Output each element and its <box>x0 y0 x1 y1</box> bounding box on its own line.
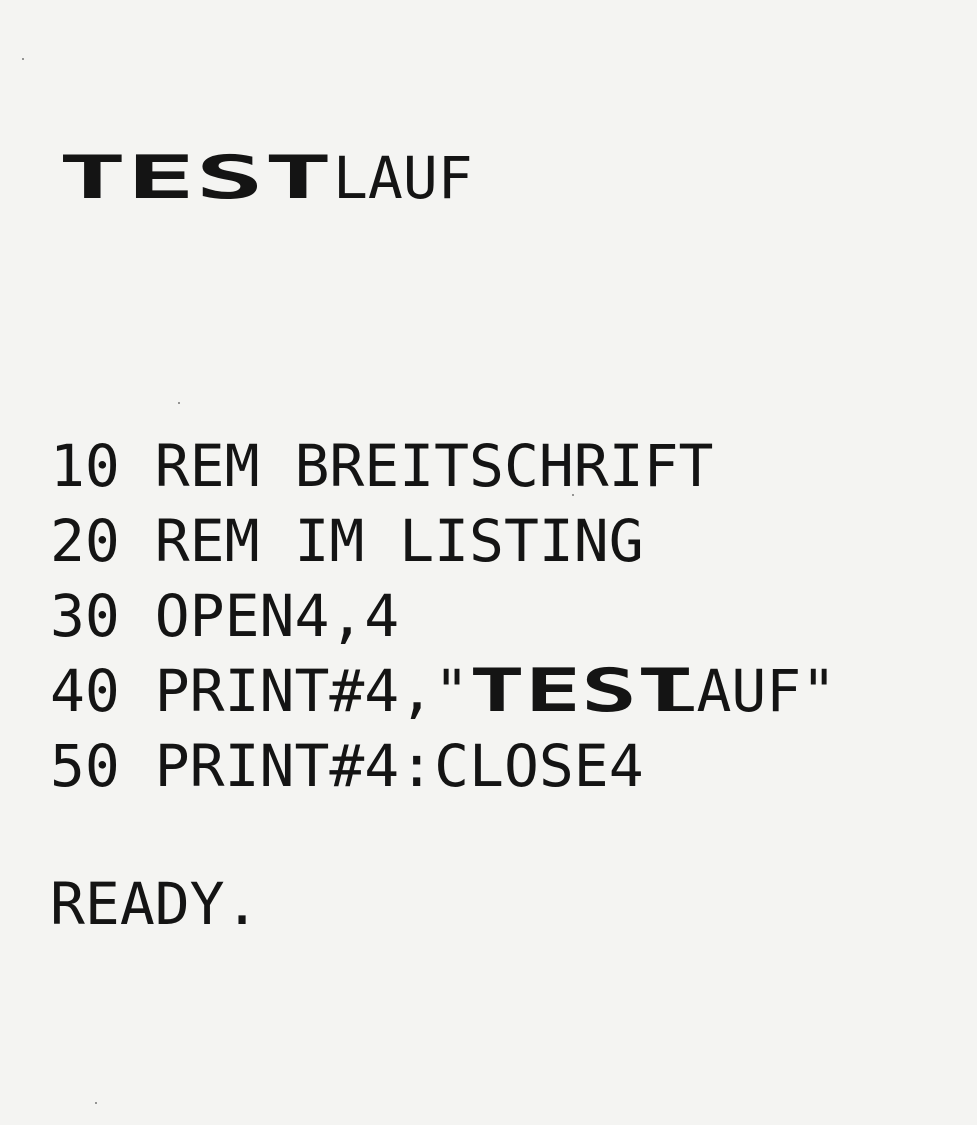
line-number: 20 <box>50 507 120 575</box>
listing-line-10: 10 REM BREITSCHRIFT <box>50 430 713 502</box>
paper-speck <box>572 494 574 496</box>
listing-line-20: 20 REM IM LISTING <box>50 505 644 577</box>
paper-speck <box>95 1102 97 1104</box>
line-code: REM BREITSCHRIFT <box>154 432 714 500</box>
line-code: REM IM LISTING <box>154 507 644 575</box>
line-code-wide: TEST <box>469 656 694 726</box>
line-code-suffix: LAUF" <box>661 657 837 725</box>
line-code-prefix: PRINT#4," <box>154 657 470 725</box>
line-number: 10 <box>50 432 120 500</box>
printout-title: TESTLAUF <box>58 138 473 218</box>
line-number: 40 <box>50 657 120 725</box>
listing-line-30: 30 OPEN4,4 <box>50 580 399 652</box>
title-wide-text: TEST <box>58 143 333 213</box>
title-normal-text: LAUF <box>333 144 473 212</box>
paper-speck <box>178 402 180 404</box>
ready-prompt: READY. <box>50 870 260 938</box>
line-code: PRINT#4:CLOSE4 <box>154 732 644 800</box>
listing-line-50: 50 PRINT#4:CLOSE4 <box>50 730 644 802</box>
listing-line-40: 40 PRINT#4,"TESTLAUF" <box>50 655 836 727</box>
line-number: 30 <box>50 582 120 650</box>
line-code: OPEN4,4 <box>154 582 400 650</box>
line-number: 50 <box>50 732 120 800</box>
paper-speck <box>22 58 24 60</box>
